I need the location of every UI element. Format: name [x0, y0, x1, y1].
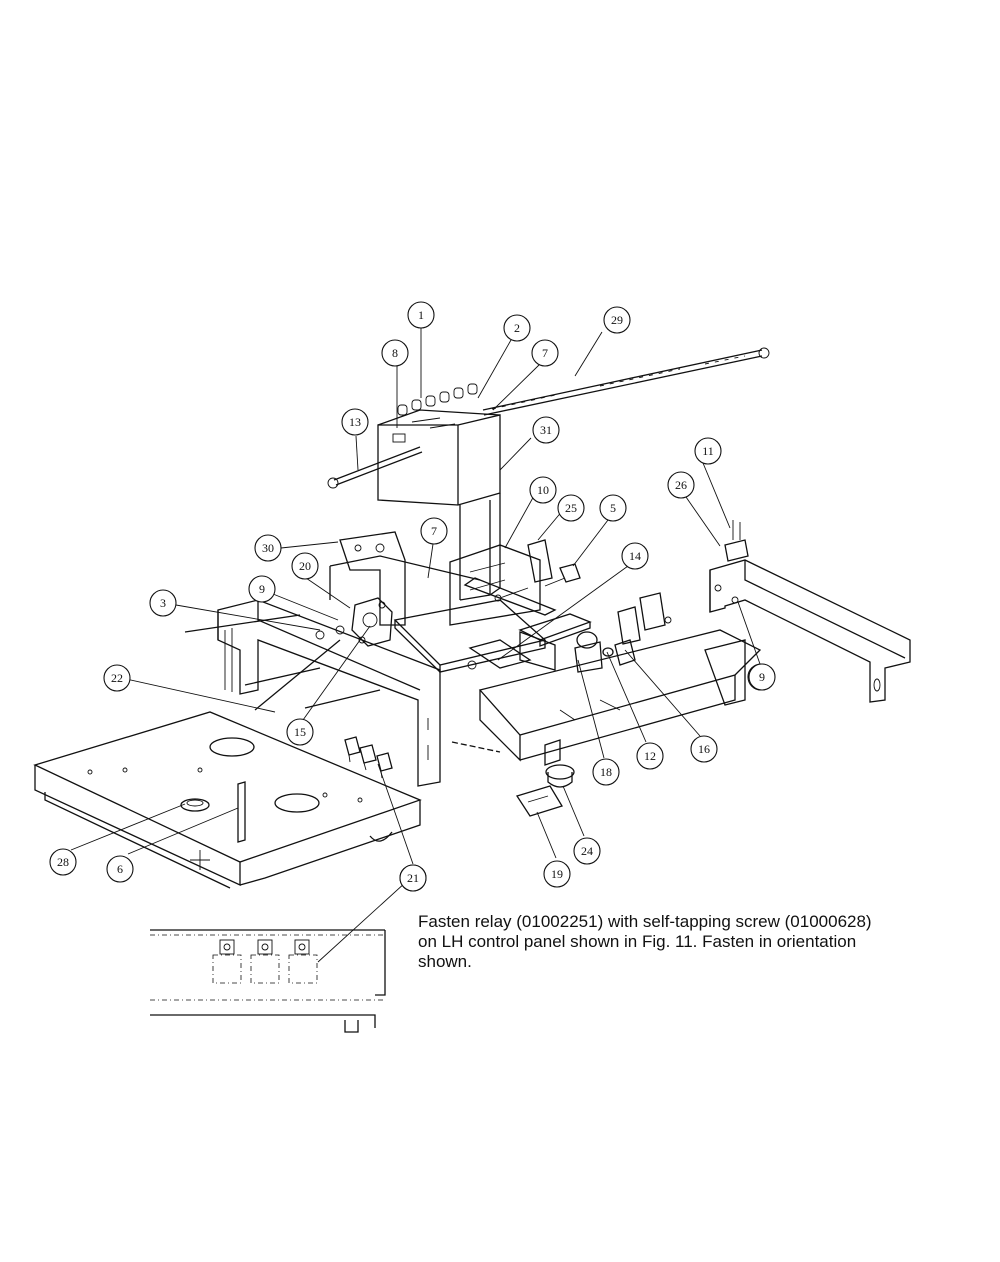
svg-text:3: 3 — [160, 596, 166, 610]
svg-text:18: 18 — [600, 765, 612, 779]
svg-text:11: 11 — [702, 444, 714, 458]
callout-24: 24 — [573, 837, 601, 865]
callout-6: 6 — [106, 855, 134, 883]
callout-13: 13 — [341, 408, 369, 436]
callouts: 1 2 3 5 6 7 7 8 9 9 9 10 11 12 13 14 15 … — [49, 301, 776, 892]
svg-text:7: 7 — [542, 346, 548, 360]
svg-text:24: 24 — [581, 844, 593, 858]
svg-text:25: 25 — [565, 501, 577, 515]
note-line-1: Fasten relay (01002251) with self-tappin… — [418, 912, 872, 931]
switch-bracket — [494, 539, 581, 602]
svg-text:30: 30 — [262, 541, 274, 555]
callout-2: 2 — [503, 314, 531, 342]
right-bracket — [709, 520, 911, 703]
panel-components — [574, 592, 672, 673]
svg-text:2: 2 — [514, 321, 520, 335]
instruction-note: Fasten relay (01002251) with self-tappin… — [418, 912, 914, 972]
positive-cable — [482, 347, 770, 416]
svg-text:10: 10 — [537, 483, 549, 497]
callout-20: 20 — [291, 552, 319, 580]
note-line-3: shown. — [418, 952, 472, 971]
callout-7-upper: 7 — [531, 339, 559, 367]
svg-text:31: 31 — [540, 423, 552, 437]
leader-lines — [70, 328, 761, 963]
svg-text:13: 13 — [349, 415, 361, 429]
callout-9-extra: 9 — [748, 663, 776, 691]
svg-text:9: 9 — [759, 670, 765, 684]
mount-bracket — [339, 531, 406, 626]
inset-detail — [150, 929, 386, 1033]
callout-22: 22 — [103, 664, 131, 692]
brake-rods — [184, 614, 501, 753]
floor-plate — [33, 711, 422, 889]
callout-21-extra: 21 — [399, 864, 427, 892]
callout-10: 10 — [529, 476, 557, 504]
svg-text:20: 20 — [299, 559, 311, 573]
callout-29: 29 — [603, 306, 631, 334]
callout-11: 11 — [694, 437, 722, 465]
lower-parts — [515, 764, 575, 817]
left-frame — [217, 555, 481, 787]
callout-19: 19 — [543, 860, 571, 888]
svg-text:28: 28 — [57, 855, 69, 869]
callout-15: 15 — [286, 718, 314, 746]
callout-14: 14 — [621, 542, 649, 570]
control-panel — [467, 629, 762, 766]
callout-1: 1 — [407, 301, 435, 329]
callout-16: 16 — [690, 735, 718, 763]
callout-25: 25 — [557, 494, 585, 522]
callout-3: 3 — [149, 589, 177, 617]
svg-text:26: 26 — [675, 478, 687, 492]
svg-text:8: 8 — [392, 346, 398, 360]
svg-text:14: 14 — [629, 549, 641, 563]
svg-text:7: 7 — [431, 524, 437, 538]
callout-28: 28 — [49, 848, 77, 876]
callout-18: 18 — [592, 758, 620, 786]
callout-5: 5 — [599, 494, 627, 522]
svg-text:9: 9 — [259, 582, 265, 596]
callout-7-lower: 7 — [420, 517, 448, 545]
callout-26: 26 — [667, 471, 695, 499]
svg-text:6: 6 — [117, 862, 123, 876]
callout-30: 30 — [254, 534, 282, 562]
svg-text:21: 21 — [407, 871, 419, 885]
svg-text:12: 12 — [644, 749, 656, 763]
svg-text:16: 16 — [698, 742, 710, 756]
svg-text:29: 29 — [611, 313, 623, 327]
svg-text:22: 22 — [111, 671, 123, 685]
svg-text:5: 5 — [610, 501, 616, 515]
callout-9-left: 9 — [248, 575, 276, 603]
negative-cable — [327, 446, 423, 489]
svg-text:1: 1 — [418, 308, 424, 322]
callout-12: 12 — [636, 742, 664, 770]
battery — [377, 383, 501, 506]
svg-text:15: 15 — [294, 725, 306, 739]
callout-8: 8 — [381, 339, 409, 367]
center-plate — [393, 544, 547, 673]
note-line-2: on LH control panel shown in Fig. 11. Fa… — [418, 932, 857, 951]
svg-text:19: 19 — [551, 867, 563, 881]
relays — [344, 736, 393, 779]
callout-31: 31 — [532, 416, 560, 444]
